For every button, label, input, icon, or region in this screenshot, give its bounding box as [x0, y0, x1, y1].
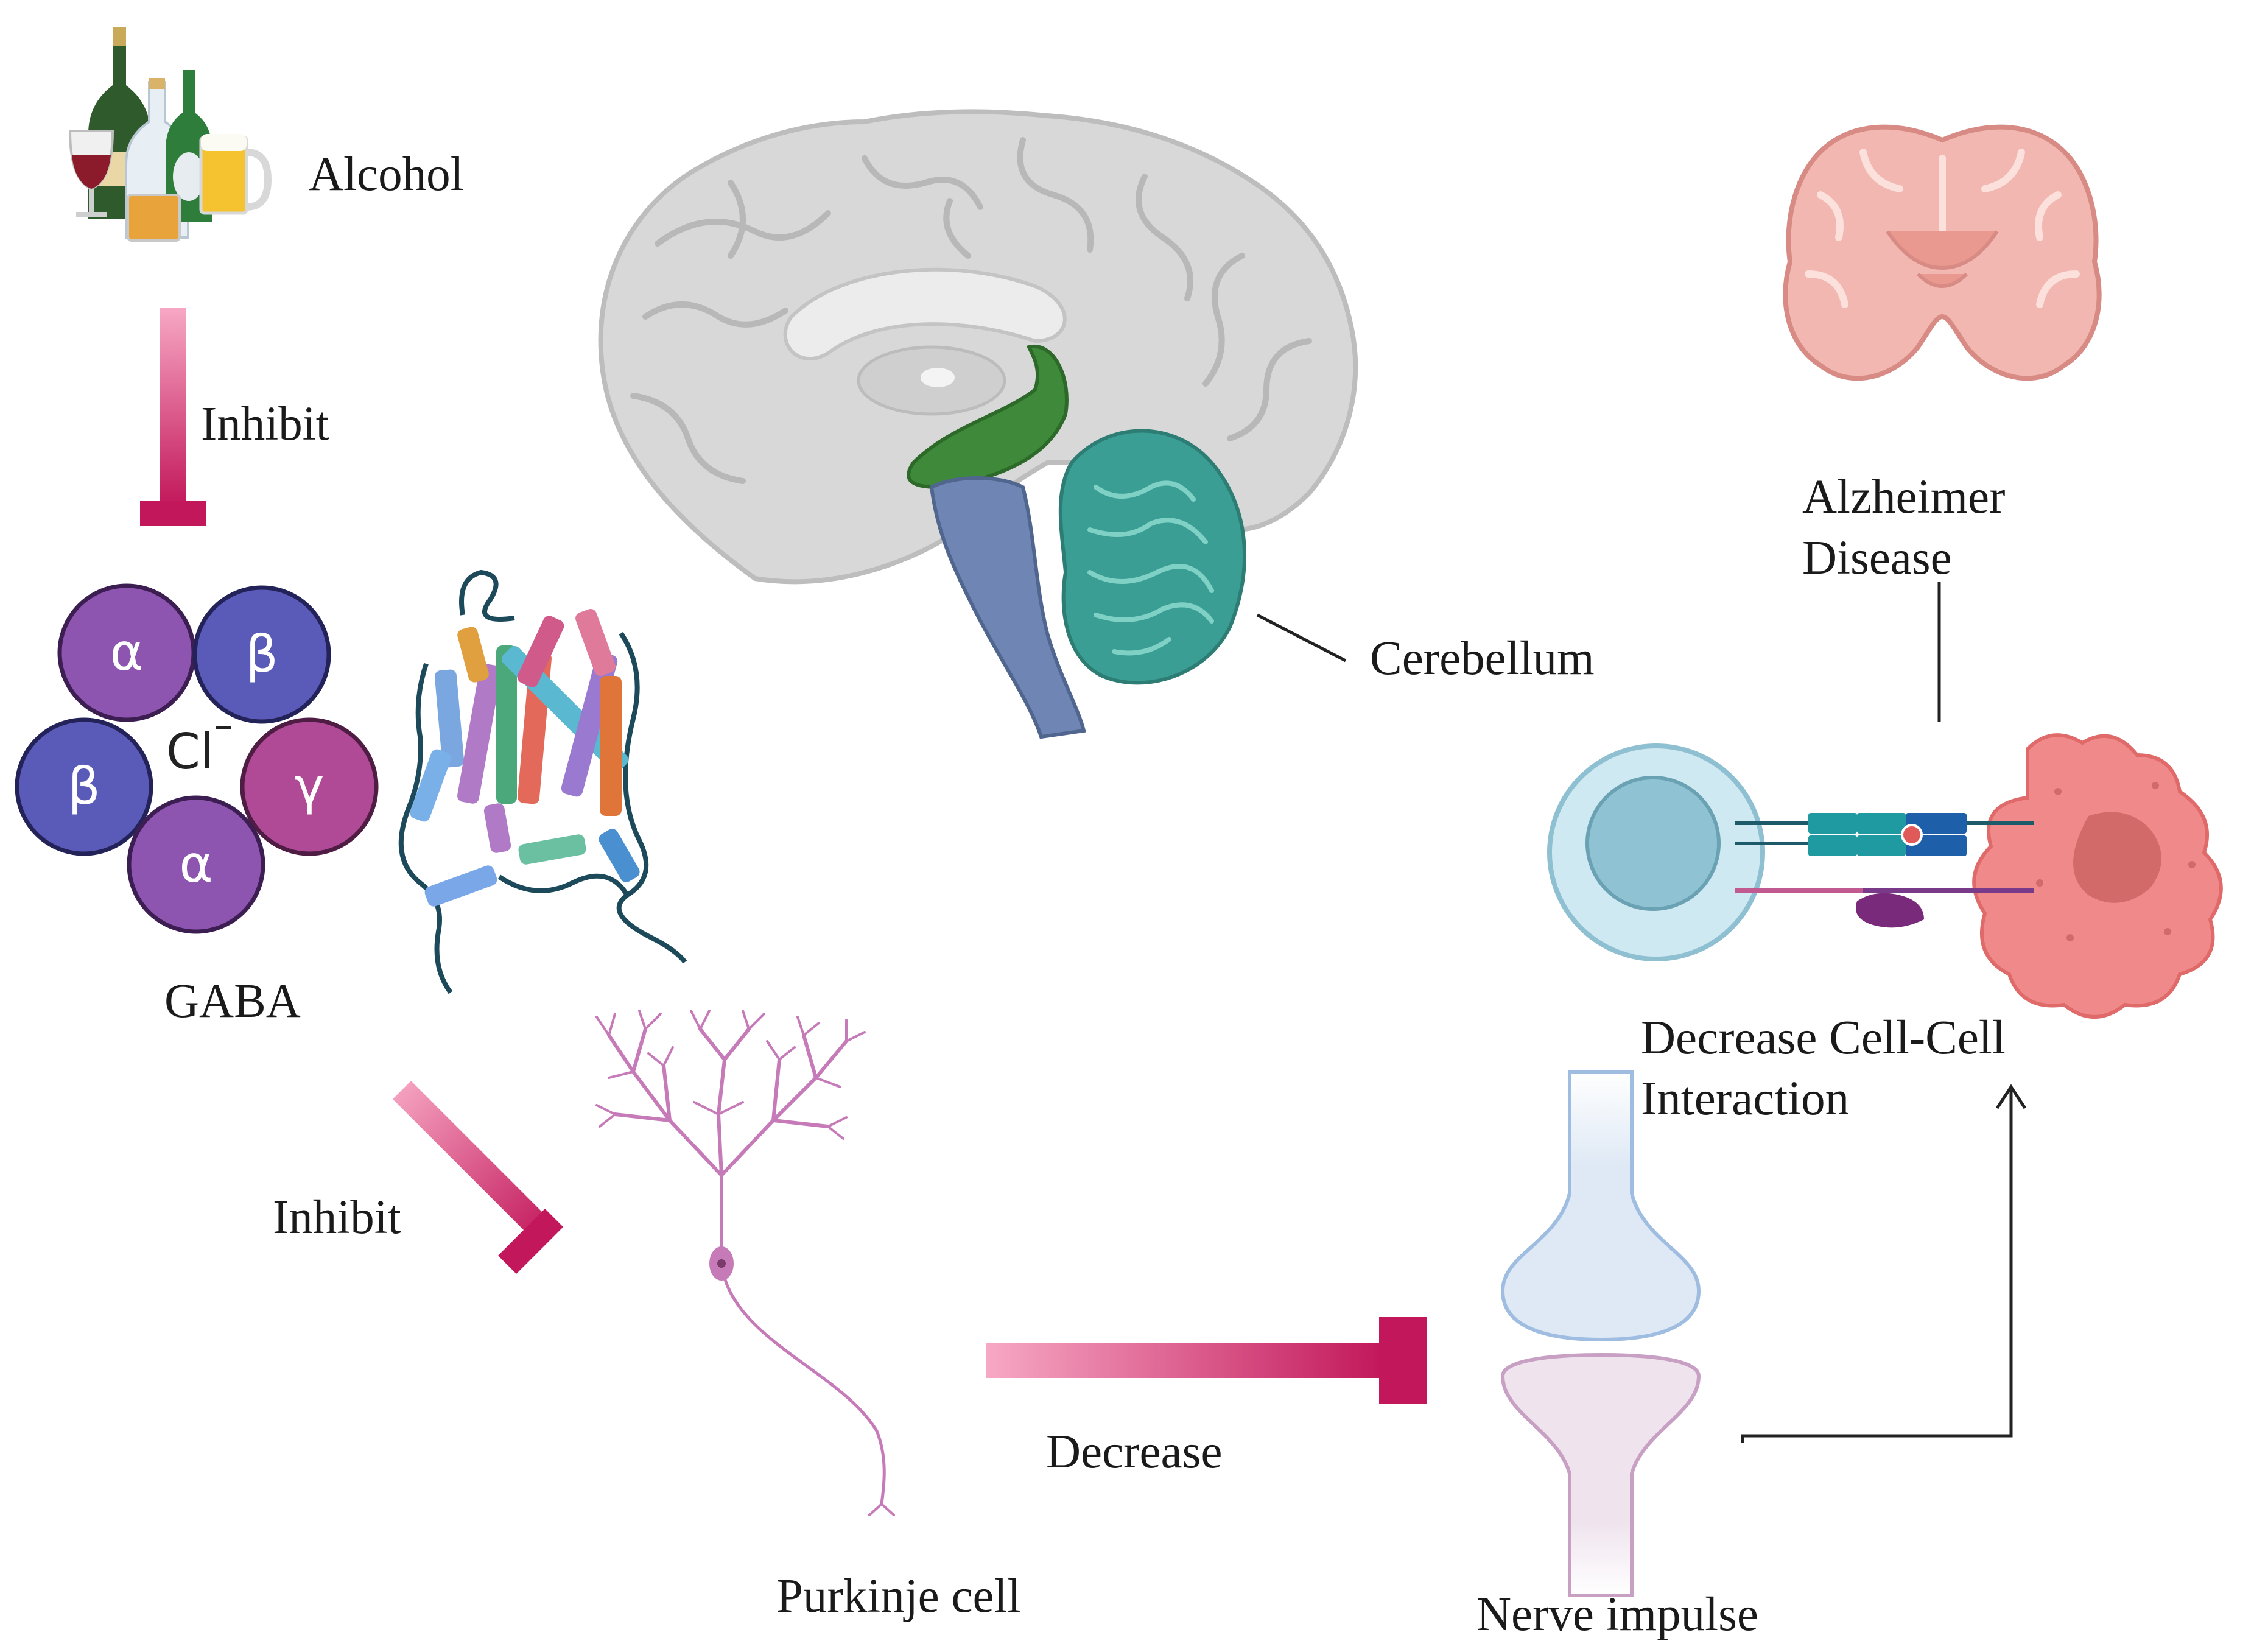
decrease-interaction-label-line1: Decrease Cell-Cell	[1641, 1011, 2006, 1064]
alzheimer-label-line2: Disease	[1802, 532, 1952, 585]
subunit-beta-left	[15, 717, 153, 856]
alcohol-bottles-icon	[68, 27, 272, 242]
decrease-inhibit-arrow	[986, 1317, 1427, 1404]
inhibit-arrow-diagonal	[393, 1081, 563, 1274]
cell-cell-interaction-illustration	[1547, 733, 2223, 1019]
cerebellum-pointer-line	[1256, 613, 1347, 663]
subunit-gamma	[240, 717, 379, 856]
inhibit-label-1: Inhibit	[201, 398, 329, 451]
decrease-label: Decrease	[1046, 1425, 1222, 1478]
cerebellum-label: Cerebellum	[1370, 632, 1595, 685]
gamma-symbol: γ	[294, 756, 325, 816]
inhibit-label-2: Inhibit	[273, 1191, 401, 1244]
nerve-impulse-label: Nerve impulse	[1476, 1588, 1758, 1641]
target-cell-nucleus	[2073, 812, 2161, 903]
beta-symbol-top: β	[245, 624, 278, 684]
gaba-receptor-protein-structure-icon	[398, 569, 687, 994]
gaba-receptor-subunits: α β β γ α Cl	[15, 583, 379, 934]
inhibit-arrow-vertical	[140, 308, 206, 526]
alzheimer-label-line1: Alzheimer	[1802, 471, 2005, 524]
subunit-alpha-bottom	[127, 795, 265, 934]
decrease-interaction-label-line2: Interaction	[1641, 1072, 1849, 1125]
postsynaptic-terminal	[1500, 1352, 1701, 1597]
alcohol-label: Alcohol	[309, 148, 464, 201]
alpha-symbol-top: α	[110, 622, 143, 682]
gaba-label: GABA	[164, 975, 301, 1028]
subunit-beta-top	[192, 585, 331, 724]
purkinje-label: Purkinje cell	[776, 1570, 1020, 1623]
immune-cell-nucleus	[1585, 776, 1721, 911]
brain-sagittal-illustration	[598, 109, 1358, 739]
chloride-ion-symbol: Cl	[166, 723, 214, 780]
beta-symbol-left: β	[68, 756, 100, 816]
alzheimer-brain-coronal-icon	[1783, 124, 2102, 381]
presynaptic-terminal	[1500, 1070, 1701, 1342]
alpha-symbol-bottom: α	[179, 834, 212, 894]
pathway-connector-arrow	[1741, 1084, 2027, 1443]
purkinje-cell-illustration	[595, 1010, 895, 1516]
synapse-illustration	[1500, 1070, 1701, 1597]
